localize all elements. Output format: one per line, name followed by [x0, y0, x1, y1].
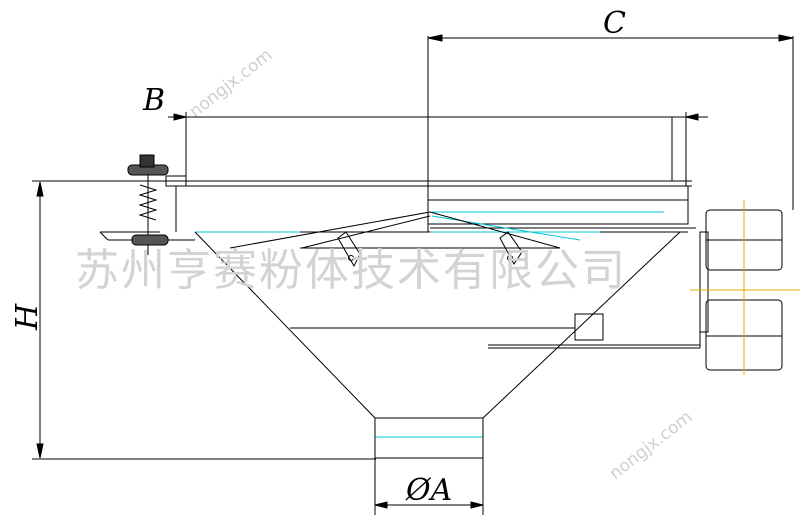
- dimension-c: [427, 34, 794, 232]
- dimension-b: [168, 112, 708, 186]
- outlet-spout: [374, 417, 484, 459]
- dimension-b-label: B: [142, 83, 165, 118]
- dimension-h-label: H: [10, 303, 45, 331]
- hopper-cone: [99, 231, 681, 419]
- deck-clips: [337, 231, 523, 268]
- spring-mount: [127, 154, 187, 255]
- inclined-deck: [229, 211, 561, 249]
- watermark-company: 苏州亨赛粉体技术有限公司: [75, 245, 627, 296]
- screen-frame: [170, 117, 696, 233]
- vibration-motor: [690, 200, 800, 375]
- dimension-h: [32, 180, 376, 460]
- dimension-a-label: ØA: [405, 473, 452, 508]
- dimension-c-label: C: [603, 6, 626, 41]
- watermark-site-bottom: nongjx.com: [606, 407, 697, 484]
- watermark-site-top: nongjx.com: [186, 45, 277, 122]
